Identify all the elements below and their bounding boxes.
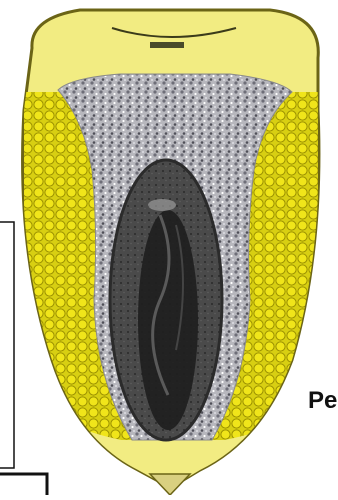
leader-line-left xyxy=(0,222,14,468)
truncated-label: Pe xyxy=(308,387,338,415)
leader-line-bottom xyxy=(0,474,47,495)
tip-cap xyxy=(150,474,190,495)
